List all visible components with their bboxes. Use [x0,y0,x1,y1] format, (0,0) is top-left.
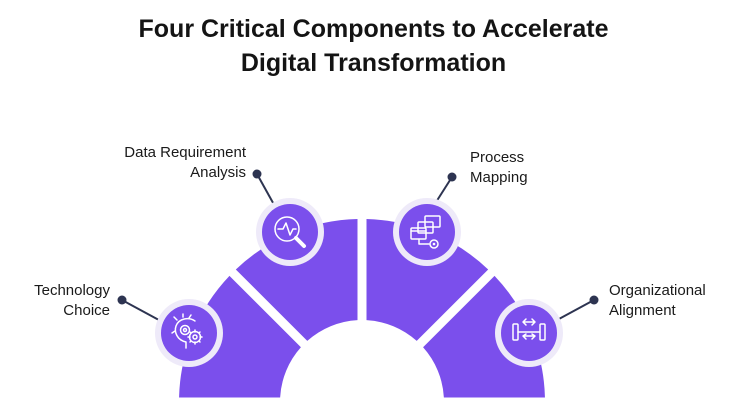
label-data-requirement-analysis: Data Requirement Analysis [124,144,246,181]
gears-head-icon [171,313,203,349]
segment-process-mapping [366,219,489,341]
label-process-mapping: Process Mapping [470,149,528,186]
title-line-2: Digital Transformation [240,49,507,77]
alignment-arrows-icon [512,318,546,341]
label-organizational-alignment: Organizational Alignment [609,282,706,319]
diagram-title: Four Critical Components to Accelerate D… [0,12,747,80]
badge-process-mapping [393,198,461,266]
badge-technology-choice [155,299,223,367]
badge-organizational-alignment [495,299,563,367]
badge-data-requirement-analysis [256,198,324,266]
label-technology-choice: Technology Choice [34,282,110,319]
process-windows-icon [410,215,441,249]
title-line-1: Four Critical Components to Accelerate [138,15,609,43]
magnifier-pulse-icon [274,216,306,248]
